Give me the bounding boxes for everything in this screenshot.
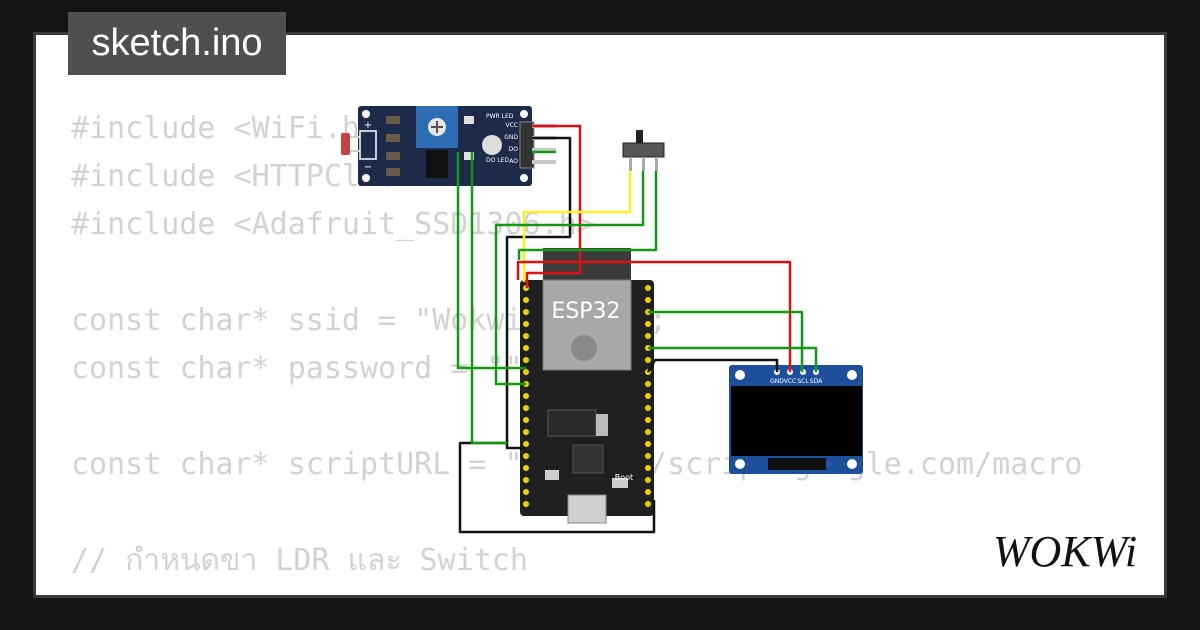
wire-switch-green xyxy=(494,171,645,386)
mount-hole xyxy=(362,174,370,182)
oled-ribbon xyxy=(768,458,826,470)
pin-label-gnd: GND xyxy=(504,134,518,141)
oled-display[interactable]: GND VCC SCL SDA xyxy=(729,365,863,474)
wokwi-logo[interactable]: WOKWi xyxy=(978,520,1153,580)
switch-body xyxy=(622,142,665,158)
capacitor xyxy=(482,135,502,155)
resistor xyxy=(386,116,400,124)
wire-ldr-ao xyxy=(456,152,526,370)
esp32-pins-right xyxy=(645,285,651,507)
usb-chip xyxy=(572,444,604,474)
minus-label: − xyxy=(364,162,372,173)
pin-label-ao: AO xyxy=(509,158,518,165)
pin-header xyxy=(519,121,535,169)
pwr-led xyxy=(464,116,474,124)
esp32-label: ESP32 xyxy=(551,299,620,324)
wire-ldr-vcc xyxy=(525,124,582,288)
wire-oled-gnd xyxy=(646,358,779,373)
esp32-pins-left xyxy=(523,285,529,507)
mount-hole xyxy=(362,110,370,118)
wire-oled-sda xyxy=(648,346,818,372)
ldr-sensor xyxy=(341,133,350,155)
esp32-antenna xyxy=(543,248,631,282)
oled-pin-gnd: GND xyxy=(770,378,784,385)
code-editor: #include <WiFi.h>#include <HTTPClient.h>… xyxy=(71,105,1082,595)
resistor xyxy=(386,152,400,160)
pin-label-vcc: VCC xyxy=(506,122,518,129)
resistor xyxy=(386,134,400,142)
mount-hole xyxy=(520,110,528,118)
wire-ldr-gnd xyxy=(505,136,572,450)
oled-pin-sda: SDA xyxy=(810,378,823,385)
boot-button xyxy=(612,478,628,488)
usb-port xyxy=(567,494,607,524)
wire-switch-yellow xyxy=(522,171,632,282)
ldr-socket xyxy=(359,130,377,160)
comparator-ic xyxy=(426,150,448,178)
slide-switch[interactable] xyxy=(622,130,665,171)
code-line: // กำหนดขา LDR และ Switch xyxy=(71,543,528,578)
file-tab[interactable]: sketch.ino xyxy=(68,12,286,75)
ldr-module[interactable]: + − PWR LED DO LED VCC GND DO AO xyxy=(341,106,556,186)
wire-oled-vcc xyxy=(516,260,792,372)
mount-hole xyxy=(847,370,857,380)
mount-hole xyxy=(520,174,528,182)
pin-label-do: DO xyxy=(509,146,519,153)
wires xyxy=(456,124,818,534)
code-line: #include <WiFi.h> xyxy=(71,111,379,146)
boot-label: Boot xyxy=(615,473,633,482)
wire-oled-scl xyxy=(648,310,804,372)
mount-hole xyxy=(735,370,745,380)
wire-ldr-green-loop xyxy=(470,152,507,445)
oled-pin-scl: SCL xyxy=(797,378,809,385)
code-line: #define LDR_PIN 34 // ขาอ่านค่า LDR xyxy=(71,585,1082,595)
capacitor xyxy=(596,414,608,436)
plus-label: + xyxy=(364,120,372,131)
mount-hole xyxy=(847,459,857,469)
wire-switch-green-2 xyxy=(517,171,658,260)
en-button xyxy=(545,470,559,480)
wokwi-logo-text: WOKWi xyxy=(993,527,1137,576)
espressif-logo xyxy=(571,335,597,361)
do-led-label: DO LED xyxy=(486,157,509,164)
do-led xyxy=(464,152,474,160)
esp32-board[interactable]: ESP32 Boot xyxy=(520,248,654,524)
oled-pin-vcc: VCC xyxy=(784,378,796,385)
resistor xyxy=(386,168,400,176)
regulator xyxy=(547,409,597,437)
mount-hole xyxy=(735,459,745,469)
oled-screen xyxy=(731,386,862,456)
switch-handle xyxy=(636,130,643,143)
pwr-led-label: PWR LED xyxy=(486,113,514,120)
